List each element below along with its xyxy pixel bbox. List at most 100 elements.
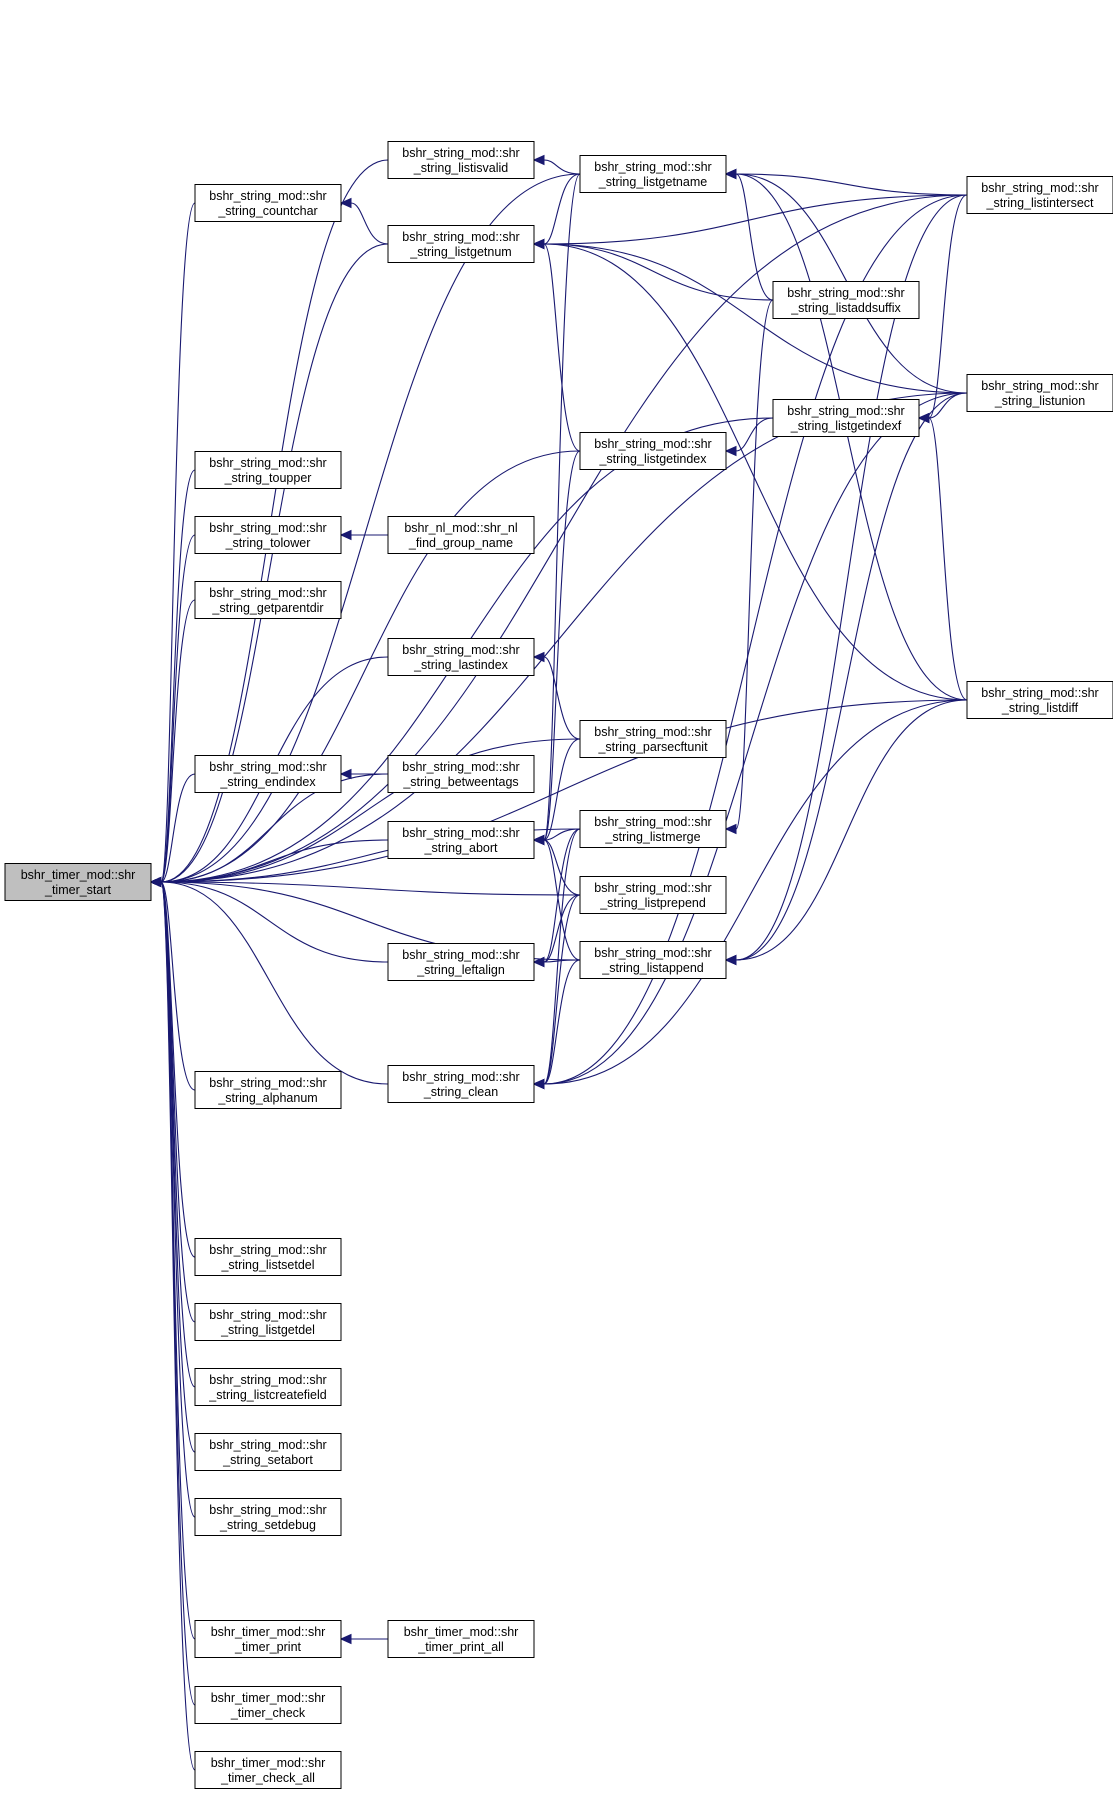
edge-listintersect-to-listgetname <box>724 168 968 196</box>
edge-line <box>160 194 968 883</box>
node-box <box>194 1620 342 1658</box>
edge-listintersect-to-listgetnum <box>532 194 968 250</box>
edge-line <box>160 881 196 1706</box>
node-listgetname[interactable]: bshr_string_mod::shr_string_listgetname <box>579 155 727 193</box>
node-listintersect[interactable]: bshr_string_mod::shr_string_listintersec… <box>966 176 1113 214</box>
node-label-line2: _string_lastindex <box>413 658 509 672</box>
node-label-line1: bshr_timer_mod::shr <box>211 1756 326 1770</box>
node-clean[interactable]: bshr_string_mod::shr_string_clean <box>387 1065 535 1103</box>
node-box <box>579 876 727 914</box>
edge-line <box>543 738 581 841</box>
node-label-line2: _timer_print <box>234 1640 302 1654</box>
node-listgetindexf[interactable]: bshr_string_mod::shr_string_listgetindex… <box>772 399 920 437</box>
node-setdebug[interactable]: bshr_string_mod::shr_string_setdebug <box>194 1498 342 1536</box>
node-label-line2: _find_group_name <box>408 536 513 550</box>
edge-listdiff-to-clean <box>532 699 968 1090</box>
edge-line <box>543 194 968 245</box>
edge-line <box>543 699 968 1085</box>
edge-line <box>735 173 968 196</box>
node-box <box>579 155 727 193</box>
edge-line <box>543 839 581 896</box>
node-label-line1: bshr_string_mod::shr <box>209 586 326 600</box>
edge-line <box>160 881 196 1640</box>
node-toupper[interactable]: bshr_string_mod::shr_string_toupper <box>194 451 342 489</box>
edge-line <box>160 881 389 963</box>
node-box <box>387 755 535 793</box>
node-leftalign[interactable]: bshr_string_mod::shr_string_leftalign <box>387 943 535 981</box>
node-tolower[interactable]: bshr_string_mod::shr_string_tolower <box>194 516 342 554</box>
edge-listprepend-to-abort <box>532 834 581 896</box>
node-alphanum[interactable]: bshr_string_mod::shr_string_alphanum <box>194 1071 342 1109</box>
node-getparentdir[interactable]: bshr_string_mod::shr_string_getparentdir <box>194 581 342 619</box>
node-endindex[interactable]: bshr_string_mod::shr_string_endindex <box>194 755 342 793</box>
edge-listgetindexf-to-listgetindex <box>724 417 774 457</box>
node-find_group_name[interactable]: bshr_nl_mod::shr_nl_find_group_name <box>387 516 535 554</box>
edge-line <box>160 738 581 883</box>
node-label-line1: bshr_timer_mod::shr <box>211 1625 326 1639</box>
edge-timer_check_all-to-timer_start <box>149 876 196 1771</box>
node-label-line1: bshr_string_mod::shr <box>594 881 711 895</box>
node-box <box>387 943 535 981</box>
edge-arrowhead <box>724 954 737 966</box>
node-listappend[interactable]: bshr_string_mod::shr_string_listappend <box>579 941 727 979</box>
node-box <box>579 432 727 470</box>
edge-listappend-to-abort <box>532 834 581 961</box>
node-parsecftunit[interactable]: bshr_string_mod::shr_string_parsecftunit <box>579 720 727 758</box>
edge-arrowhead <box>532 956 545 968</box>
node-label-line2: _string_endindex <box>219 775 316 789</box>
node-listsetdel[interactable]: bshr_string_mod::shr_string_listsetdel <box>194 1238 342 1276</box>
edge-listgetnum-to-countchar <box>339 197 389 245</box>
node-label-line2: _string_countchar <box>217 204 317 218</box>
node-label-line1: bshr_string_mod::shr <box>594 160 711 174</box>
edge-leftalign-to-timer_start <box>149 876 389 963</box>
edge-line <box>543 194 968 1085</box>
edge-line <box>735 699 968 961</box>
node-listgetdel[interactable]: bshr_string_mod::shr_string_listgetdel <box>194 1303 342 1341</box>
node-label-line1: bshr_string_mod::shr <box>209 189 326 203</box>
node-box <box>194 1368 342 1406</box>
node-setabort[interactable]: bshr_string_mod::shr_string_setabort <box>194 1433 342 1471</box>
node-label-line2: _string_listaddsuffix <box>790 301 901 315</box>
node-listgetindex[interactable]: bshr_string_mod::shr_string_listgetindex <box>579 432 727 470</box>
edges-layer <box>149 154 968 1771</box>
node-listprepend[interactable]: bshr_string_mod::shr_string_listprepend <box>579 876 727 914</box>
edge-line <box>928 417 968 701</box>
node-listmerge[interactable]: bshr_string_mod::shr_string_listmerge <box>579 810 727 848</box>
node-listunion[interactable]: bshr_string_mod::shr_string_listunion <box>966 374 1113 412</box>
node-listisvalid[interactable]: bshr_string_mod::shr_string_listisvalid <box>387 141 535 179</box>
edge-arrowhead <box>149 876 162 888</box>
node-label-line2: _string_tolower <box>225 536 311 550</box>
node-timer_check_all[interactable]: bshr_timer_mod::shr_timer_check_all <box>194 1751 342 1789</box>
node-label-line1: bshr_string_mod::shr <box>209 1438 326 1452</box>
node-listdiff[interactable]: bshr_string_mod::shr_string_listdiff <box>966 681 1113 719</box>
node-countchar[interactable]: bshr_string_mod::shr_string_countchar <box>194 184 342 222</box>
node-label-line1: bshr_string_mod::shr <box>402 948 519 962</box>
edge-listprepend-to-clean <box>532 894 581 1090</box>
edge-line <box>543 243 968 701</box>
node-box <box>579 720 727 758</box>
node-listcreatefield[interactable]: bshr_string_mod::shr_string_listcreatefi… <box>194 1368 342 1406</box>
node-label-line1: bshr_string_mod::shr <box>402 643 519 657</box>
node-box <box>966 681 1113 719</box>
node-timer_print_all[interactable]: bshr_timer_mod::shr_timer_print_all <box>387 1620 535 1658</box>
node-box <box>387 1620 535 1658</box>
node-label-line2: _timer_print_all <box>417 1640 503 1654</box>
node-label-line2: _string_setabort <box>222 1453 313 1467</box>
edge-line <box>543 959 581 963</box>
node-label-line2: _string_listgetname <box>598 175 707 189</box>
node-timer_start[interactable]: bshr_timer_mod::shr_timer_start <box>4 863 152 901</box>
node-label-line1: bshr_string_mod::shr <box>787 286 904 300</box>
node-abort[interactable]: bshr_string_mod::shr_string_abort <box>387 821 535 859</box>
edge-listgetname-to-listisvalid <box>532 154 581 175</box>
node-betweentags[interactable]: bshr_string_mod::shr_string_betweentags <box>387 755 535 793</box>
edge-arrowhead <box>532 1078 545 1090</box>
node-lastindex[interactable]: bshr_string_mod::shr_string_lastindex <box>387 638 535 676</box>
node-timer_print[interactable]: bshr_timer_mod::shr_timer_print <box>194 1620 342 1658</box>
node-timer_check[interactable]: bshr_timer_mod::shr_timer_check <box>194 1686 342 1724</box>
edge-line <box>160 202 196 883</box>
edge-find_group_name-to-tolower <box>339 529 388 541</box>
node-box <box>387 516 535 554</box>
node-listaddsuffix[interactable]: bshr_string_mod::shr_string_listaddsuffi… <box>772 281 920 319</box>
node-listgetnum[interactable]: bshr_string_mod::shr_string_listgetnum <box>387 225 535 263</box>
edge-line <box>543 159 581 175</box>
